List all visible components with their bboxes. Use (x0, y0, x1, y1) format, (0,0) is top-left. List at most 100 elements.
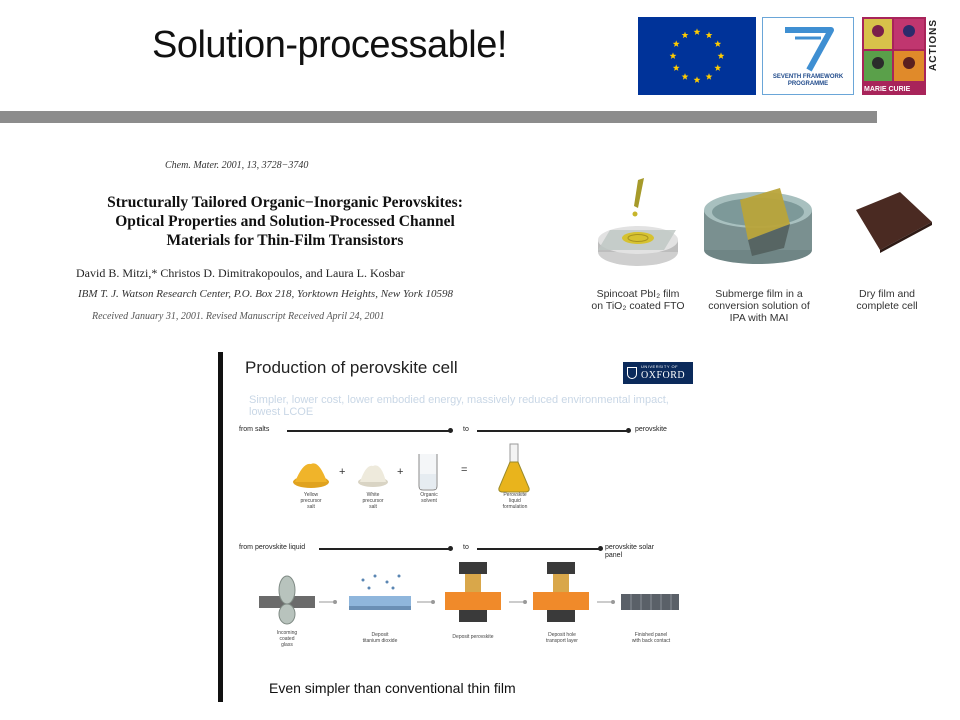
row2-end-line: panel (605, 552, 623, 559)
journal-title-line: Optical Properties and Solution-Processe… (115, 213, 455, 230)
caption-line: complete cell (856, 300, 918, 312)
eu-star-icon (714, 64, 722, 71)
roller-icon (259, 575, 315, 625)
ingredient-caption: Organic solvent (411, 492, 447, 504)
caption-line: IPA with MAI (729, 312, 789, 324)
finished-panel-icon (621, 594, 679, 610)
panel-subtitle: Simpler, lower cost, lower embodied ener… (249, 394, 669, 418)
eu-star-icon (672, 40, 680, 47)
stage-caption: Deposit titanium dioxide (355, 632, 405, 644)
submerge-dish-icon (704, 188, 812, 264)
oxford-label: OXFORD (641, 370, 686, 381)
row1-line-right (477, 430, 627, 432)
row1-from-label: from salts (239, 426, 270, 433)
row2-to-label: to (463, 544, 469, 551)
journal-title-line: Materials for Thin-Film Transistors (166, 232, 404, 249)
row2-from-label: from perovskite liquid (239, 544, 306, 551)
process-steps: Spincoat PbI₂ film on TiO₂ coated FTO Su… (580, 170, 950, 340)
caption-line: Yellow (303, 492, 319, 498)
stage-caption: Deposit perovskite (445, 634, 501, 640)
caption-line: Submerge film in a (715, 288, 803, 300)
stage-caption: Finished panel with back contact (623, 632, 679, 644)
caption-line: precursor (300, 498, 322, 504)
ingredient-caption: Perovskite liquid formulation (495, 492, 535, 510)
perovskite-press-icon (445, 562, 501, 622)
row1-dot-end (626, 428, 631, 433)
arrow-icon (319, 600, 337, 604)
ingredient-illustrations (293, 443, 530, 493)
row2-end-label: perovskite solar panel (605, 544, 654, 560)
caption-line: Spincoat PbI₂ film (596, 288, 680, 300)
eu-star-icon (681, 73, 689, 80)
eu-star-icon (693, 28, 701, 35)
ingredient-caption: Yellow precursor salt (293, 492, 329, 510)
equals-operator: = (461, 464, 468, 476)
stage-caption: Incoming coated glass (267, 630, 307, 648)
fp7-seven-icon (785, 27, 834, 72)
oxford-small-label: UNIVERSITY OF (641, 364, 679, 369)
spincoat-icon (598, 178, 678, 266)
ingredient-caption: White precursor salt (355, 492, 391, 510)
yellow-salt-icon (293, 463, 329, 488)
row2-dot-end (598, 546, 603, 551)
caption-line: transport layer (546, 638, 578, 644)
caption-line: solvent (421, 498, 437, 504)
row2-dot (448, 546, 453, 551)
oxford-production-panel: Production of perovskite cell UNIVERSITY… (218, 352, 701, 702)
journal-received: Received January 31, 2001. Revised Manus… (92, 311, 385, 322)
row2-line-right (477, 548, 599, 550)
caption-line: on TiO₂ coated FTO (591, 300, 685, 312)
oxford-logo: UNIVERSITY OF OXFORD (623, 362, 693, 384)
arrow-icon (417, 600, 435, 604)
caption-line: conversion solution of (708, 300, 810, 312)
actions-label-wrap: ACTIONS (928, 19, 942, 95)
process-step-caption: Dry film and complete cell (842, 288, 932, 312)
process-illustrations (598, 178, 932, 266)
tio2-spray-icon (349, 574, 411, 610)
eu-star-icon (705, 31, 713, 39)
eu-star-icon (681, 31, 689, 39)
eu-star-icon (693, 76, 701, 83)
caption-line: coated (279, 636, 295, 642)
row2-end-line: perovskite solar (605, 544, 655, 551)
eu-star-icon (714, 40, 722, 47)
flask-icon (498, 443, 530, 493)
journal-citation: Chem. Mater. 2001, 13, 3728−3740 (165, 160, 309, 171)
marie-curie-label: MARIE CURIE (864, 86, 911, 93)
caption-line: glass (281, 642, 293, 648)
process-step-caption: Submerge film in a conversion solution o… (704, 288, 814, 324)
row1-end-label: perovskite (635, 426, 667, 433)
solvent-beaker-icon (418, 454, 438, 491)
caption-line: with back contact (631, 638, 671, 644)
plus-operator: + (397, 466, 404, 478)
eu-star-icon (705, 73, 713, 80)
stage-caption: Deposit hole transport layer (537, 632, 587, 644)
marie-curie-portraits-icon (864, 19, 924, 81)
journal-affiliation: IBM T. J. Watson Research Center, P.O. B… (78, 288, 454, 300)
caption-line: salt (307, 504, 315, 510)
fp7-label: SEVENTH FRAMEWORK PROGRAMME (772, 74, 844, 87)
caption-line: Perovskite (503, 492, 527, 498)
eu-star-icon (672, 64, 680, 71)
caption-line: Incoming (276, 630, 298, 636)
dry-film-icon (856, 192, 932, 253)
row1-to-label: to (463, 426, 469, 433)
journal-title-line: Structurally Tailored Organic−Inorganic … (107, 194, 463, 211)
white-salt-icon (358, 465, 388, 487)
logo-strip: SEVENTH FRAMEWORK PROGRAMME MARIE CURIE … (638, 17, 943, 97)
caption-line: Dry film and (858, 288, 915, 300)
caption-line: Deposit perovskite (452, 634, 494, 640)
process-step-caption: Spincoat PbI₂ film on TiO₂ coated FTO (588, 288, 688, 312)
caption-line: Deposit hole (548, 632, 576, 638)
eu-stars-icon (669, 28, 725, 83)
actions-label: ACTIONS (928, 19, 939, 71)
caption-line: formulation (502, 504, 528, 510)
oxford-crest-icon (627, 367, 637, 379)
slide-title: Solution-processable! (152, 24, 507, 66)
journal-title: Structurally Tailored Organic−Inorganic … (20, 193, 550, 250)
fp7-logo: SEVENTH FRAMEWORK PROGRAMME (762, 17, 854, 95)
caption-line: titanium dioxide (362, 638, 398, 644)
caption-line: precursor (362, 498, 384, 504)
eu-flag-logo (638, 17, 756, 95)
row2-line-left (319, 548, 449, 550)
